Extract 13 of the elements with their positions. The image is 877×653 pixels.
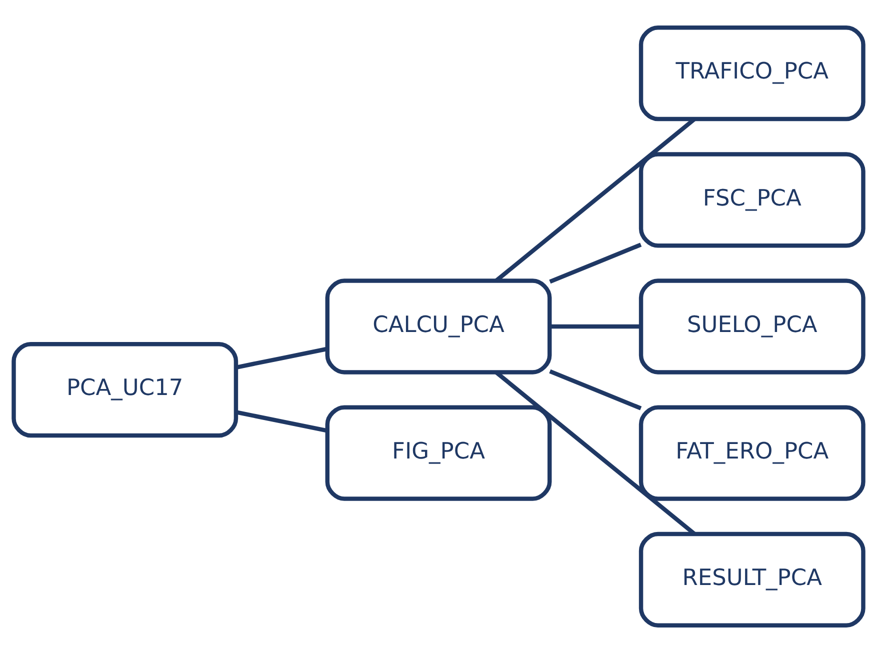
connector — [236, 410, 328, 433]
node-box: PCA_UC17 — [12, 342, 238, 438]
node-box: CALCU_PCA — [325, 278, 552, 374]
node-box: FIG_PCA — [325, 405, 552, 501]
connector — [549, 369, 642, 410]
node-box: SUELO_PCA — [638, 278, 866, 374]
node-box: FSC_PCA — [638, 152, 866, 248]
connector — [549, 242, 642, 284]
connector — [550, 324, 641, 329]
node-box: TRAFICO_PCA — [638, 26, 866, 122]
node-box: FAT_ERO_PCA — [638, 405, 866, 501]
node-box: RESULT_PCA — [638, 532, 866, 628]
connector — [236, 346, 328, 370]
